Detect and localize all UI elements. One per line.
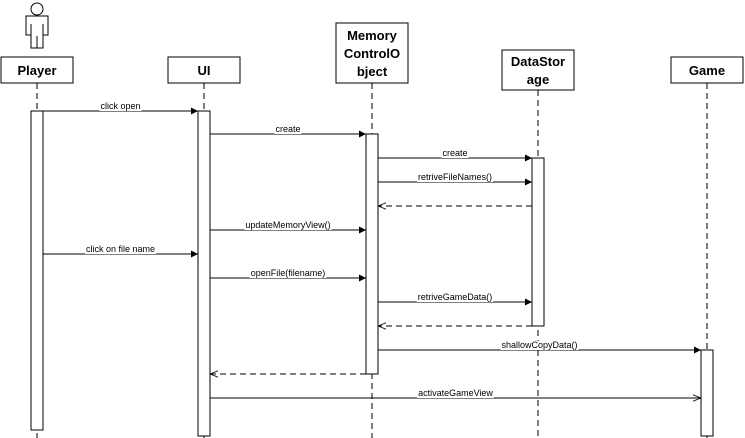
participant-player: Player <box>0 2 74 84</box>
participant-box-game <box>670 56 744 84</box>
message-player-to-ui: click on file name <box>43 244 198 258</box>
message-ui-to-game: activateGameView <box>210 388 701 398</box>
message-label: updateMemoryView() <box>245 220 330 230</box>
message-label-bg <box>441 149 469 158</box>
message-label-bg <box>99 102 142 111</box>
activation-bar-storage <box>531 157 545 327</box>
activation-bar-game <box>700 349 714 437</box>
message-player-to-ui: click open <box>43 101 198 115</box>
participant-label-ui: UI <box>198 63 211 78</box>
message-label: create <box>442 148 467 158</box>
message-label: click open <box>100 101 140 111</box>
message-ui-to-memory: updateMemoryView() <box>210 220 366 234</box>
participant-box-storage <box>501 49 575 91</box>
message-label: shallowCopyData() <box>501 340 577 350</box>
message-ui-to-memory: create <box>210 124 366 138</box>
participant-ui: UI <box>167 56 241 84</box>
participant-label-storage: DataStor <box>511 54 565 69</box>
participant-label-memory: ControlO <box>344 46 400 61</box>
message-label-bg <box>249 269 327 278</box>
message-memory-to-storage: retriveFileNames() <box>378 172 532 186</box>
activation-bar-ui <box>197 110 211 437</box>
message-ui-to-memory: openFile(filename) <box>210 268 366 282</box>
participant-label-player: Player <box>17 63 56 78</box>
message-label-bg <box>500 341 579 350</box>
message-label: click on file name <box>86 244 155 254</box>
participant-label-memory: bject <box>357 64 388 79</box>
participant-box-player <box>0 56 74 84</box>
message-label-bg <box>416 173 494 182</box>
message-label: openFile(filename) <box>251 268 326 278</box>
message-label-bg <box>416 293 494 302</box>
participant-storage: DataStor age <box>501 49 575 91</box>
message-label-bg <box>84 245 157 254</box>
message-label: retriveGameData() <box>418 292 493 302</box>
activation-bar-player <box>30 110 44 431</box>
actor-icon <box>25 2 49 49</box>
message-label-bg <box>417 389 494 398</box>
message-label: activateGameView <box>418 388 493 398</box>
participant-box-memory <box>335 22 409 84</box>
message-label: create <box>275 124 300 134</box>
participant-box-ui <box>167 56 241 84</box>
message-memory-to-game: shallowCopyData() <box>378 340 701 354</box>
message-label-bg <box>244 221 332 230</box>
participant-label-storage: age <box>527 72 549 87</box>
message-label-bg <box>274 125 302 134</box>
message-label: retriveFileNames() <box>418 172 492 182</box>
activation-bar-memory <box>365 133 379 375</box>
participant-label-memory: Memory <box>347 28 398 43</box>
message-memory-to-storage: retriveGameData() <box>378 292 532 306</box>
message-memory-to-storage: create <box>378 148 532 162</box>
participant-label-game: Game <box>689 63 725 78</box>
participant-game: Game <box>670 56 744 84</box>
